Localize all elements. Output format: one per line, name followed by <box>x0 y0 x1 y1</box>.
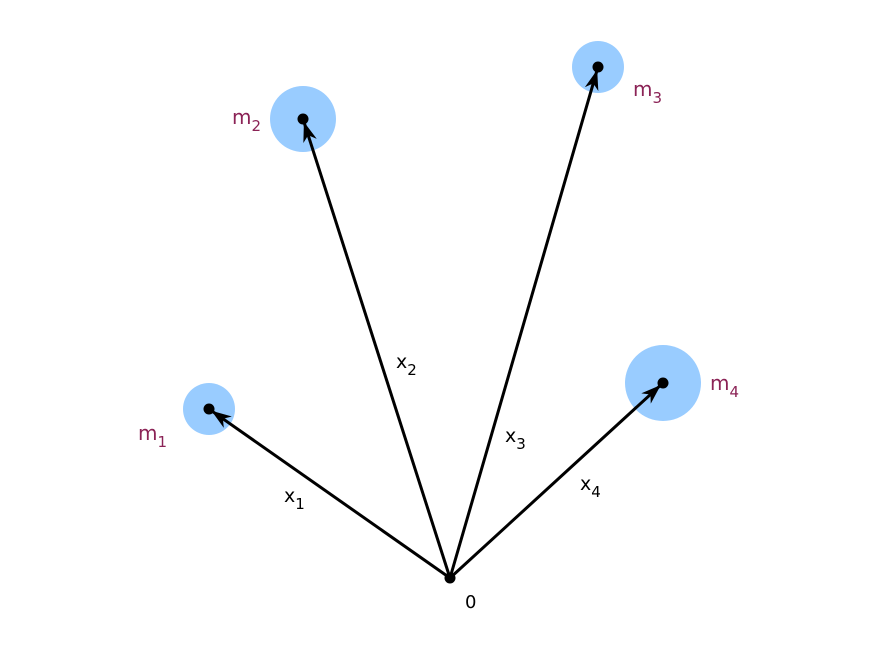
vector-x1-label-name: x <box>284 485 295 507</box>
vector-x4-label-subscript: 4 <box>591 483 601 501</box>
origin-point <box>444 572 456 584</box>
vector-x1-label: x1 <box>284 485 305 513</box>
vector-x2-label-name: x <box>396 351 407 373</box>
origin-label: 0 <box>465 592 476 613</box>
vector-x3-arrow <box>448 69 599 579</box>
mass-2-point <box>297 113 309 125</box>
vector-x2-label-subscript: 2 <box>407 361 417 379</box>
vector-x2-arrow <box>302 121 452 579</box>
mass-4-point <box>657 377 669 389</box>
vector-x3-label: x3 <box>505 425 526 453</box>
mass-2-label-name: m <box>232 105 251 129</box>
mass-1-point <box>203 403 215 415</box>
vector-x1-arrow <box>211 410 451 580</box>
mass-3-label-name: m <box>633 77 652 101</box>
vector-x3-label-name: x <box>505 425 516 447</box>
vector-x3-label-subscript: 3 <box>516 435 526 453</box>
mass-1-label-subscript: 1 <box>157 433 167 451</box>
mass-4-label: m4 <box>710 371 739 401</box>
vector-x4-label: x4 <box>580 473 601 501</box>
mass-4-label-subscript: 4 <box>729 383 739 401</box>
vector-x1-label-subscript: 1 <box>295 495 305 513</box>
mass-3-label: m3 <box>633 77 662 107</box>
vector-x2-label: x2 <box>396 351 417 379</box>
vector-x4-label-name: x <box>580 473 591 495</box>
mass-3-label-subscript: 3 <box>652 89 662 107</box>
mass-1-label: m1 <box>138 421 167 451</box>
mass-4-label-name: m <box>710 371 729 395</box>
mass-1-label-name: m <box>138 421 157 445</box>
mass-2-label-subscript: 2 <box>251 117 261 135</box>
vector-x4-arrow <box>448 384 662 580</box>
mass-2-label: m2 <box>232 105 261 135</box>
mass-3-point <box>592 61 604 73</box>
